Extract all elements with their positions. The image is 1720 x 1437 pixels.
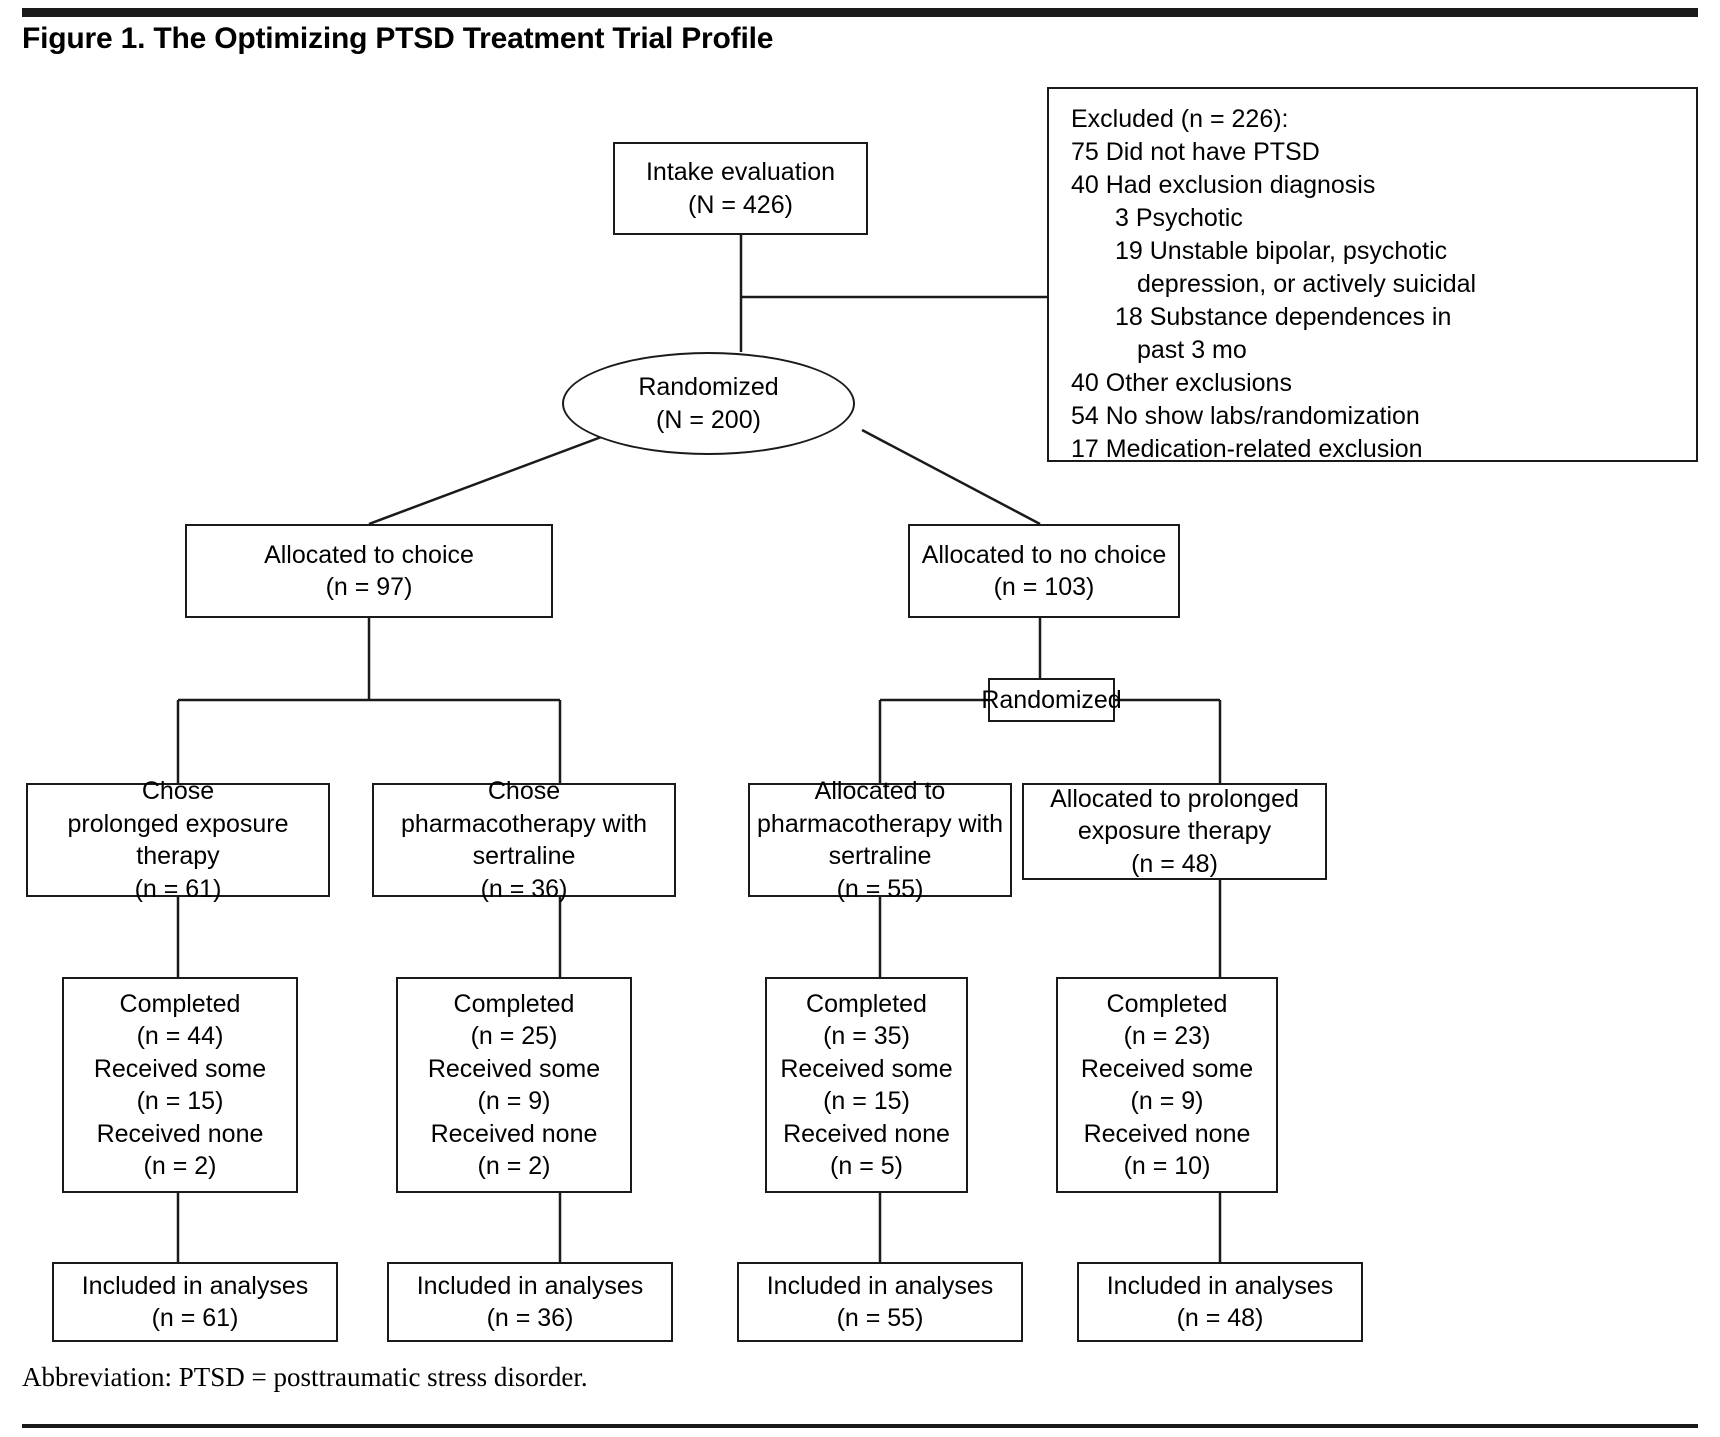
node-line: therapy [136,842,220,870]
node-line: (n = 2) [477,1152,551,1180]
node-line: Received none [96,1119,264,1148]
excluded-line: depression, or actively suicidal [1137,270,1477,298]
node-line: (n = 35) [823,1022,910,1050]
node-line: Included in analyses [81,1271,309,1300]
node-line: Received some [93,1054,267,1083]
node-line: (n = 9) [477,1087,551,1115]
node-line: (n = 55) [836,874,924,903]
node-completed-3: Completed (n = 35) Received some (n = 15… [765,977,968,1193]
node-line: (n = 36) [486,1304,574,1332]
node-line: Included in analyses [766,1271,994,1300]
node-line: Chose [487,777,561,805]
excluded-line: past 3 mo [1137,336,1247,364]
node-arm-chose-prolonged-exposure: Chose prolonged exposure therapy (n = 61… [26,777,330,903]
bottom-rule [22,1424,1698,1428]
node-line: Received some [1080,1054,1254,1083]
node-arm-allocated-prolonged-exposure: Allocated to prolonged exposure therapy … [1022,783,1327,880]
node-line: prolonged exposure [67,809,289,838]
node-line: Allocated to choice [264,540,474,569]
node-included-1: Included in analyses (n = 61) [52,1262,338,1342]
node-line: Completed [806,989,927,1018]
node-line: (n = 103) [993,573,1095,601]
node-line: (n = 97) [325,573,413,601]
node-completed-2: Completed (n = 25) Received some (n = 9)… [396,977,632,1193]
figure-footnote: Abbreviation: PTSD = posttraumatic stres… [22,1362,588,1392]
node-intake-evaluation: Intake evaluation (N = 426) [613,142,868,235]
node-line: exposure therapy [1077,817,1272,846]
excluded-line: 54 No show labs/randomization [1071,402,1420,430]
node-line: Received none [783,1119,950,1148]
node-line: pharmacotherapy with [401,809,647,838]
node-line: (n = 25) [470,1022,558,1050]
node-line: (N = 200) [656,405,761,434]
top-rule [22,8,1698,17]
node-line: sertraline [828,842,932,870]
node-line: (n = 5) [830,1152,903,1180]
node-included-2: Included in analyses (n = 36) [387,1262,673,1342]
node-line: (n = 15) [823,1087,910,1115]
excluded-line: 3 Psychotic [1115,204,1243,232]
node-line: Received some [780,1054,953,1083]
node-line: (N = 426) [688,190,793,219]
excluded-line: 19 Unstable bipolar, psychotic [1115,237,1448,265]
node-line: Intake evaluation [645,158,836,186]
node-line: (n = 55) [836,1304,924,1332]
node-line: (n = 61) [151,1304,239,1332]
figure-title: Figure 1. The Optimizing PTSD Treatment … [22,22,774,55]
excluded-line: 18 Substance dependences in [1115,303,1452,331]
node-line: Randomized [981,685,1122,714]
node-line: (n = 44) [136,1022,224,1050]
node-line: (n = 23) [1123,1022,1211,1050]
node-line: Randomized [638,373,779,401]
node-line: Received none [1083,1119,1251,1148]
node-line: (n = 9) [1130,1087,1204,1115]
node-line: (n = 61) [134,874,222,903]
node-line: Included in analyses [1106,1271,1334,1300]
node-included-3: Included in analyses (n = 55) [737,1262,1023,1342]
node-line: Allocated to prolonged [1050,784,1299,813]
node-line: sertraline [472,842,576,870]
excluded-line: 40 Had exclusion diagnosis [1071,171,1376,199]
node-line: Completed [119,989,241,1018]
node-line: Chose [141,777,215,805]
node-arm-allocated-pharmacotherapy: Allocated to pharmacotherapy with sertra… [748,777,1012,903]
excluded-box: Excluded (n = 226): 75 Did not have PTSD… [1047,87,1698,463]
node-included-4: Included in analyses (n = 48) [1077,1262,1363,1342]
excluded-line: 40 Other exclusions [1071,369,1292,397]
node-line: Received none [430,1119,598,1148]
node-allocated-to-no-choice: Allocated to no choice (n = 103) [908,524,1180,618]
node-allocated-to-choice: Allocated to choice (n = 97) [185,524,553,618]
excluded-line: 17 Medication-related exclusion [1071,435,1423,463]
node-line: Received some [427,1054,601,1083]
node-arm-chose-pharmacotherapy: Chose pharmacotherapy with sertraline (n… [372,777,676,903]
node-line: (n = 2) [143,1152,217,1180]
node-line: Allocated to [814,777,946,805]
node-line: (n = 15) [136,1087,224,1115]
node-randomized: Randomized (N = 200) [562,352,855,455]
node-line: (n = 10) [1123,1152,1211,1180]
node-randomized-second: Randomized [981,678,1122,722]
node-completed-4: Completed (n = 23) Received some (n = 9)… [1056,977,1278,1193]
node-line: (n = 48) [1176,1304,1264,1332]
node-line: Included in analyses [416,1271,644,1300]
node-line: pharmacotherapy with [757,809,1003,838]
excluded-line: 75 Did not have PTSD [1071,138,1320,166]
node-line: Completed [1106,989,1228,1018]
node-line: Allocated to no choice [921,540,1167,569]
node-line: (n = 36) [480,874,568,903]
excluded-heading: Excluded (n = 226): [1071,105,1289,133]
node-line: (n = 48) [1131,849,1218,878]
node-line: Completed [453,989,575,1018]
node-completed-1: Completed (n = 44) Received some (n = 15… [62,977,298,1193]
